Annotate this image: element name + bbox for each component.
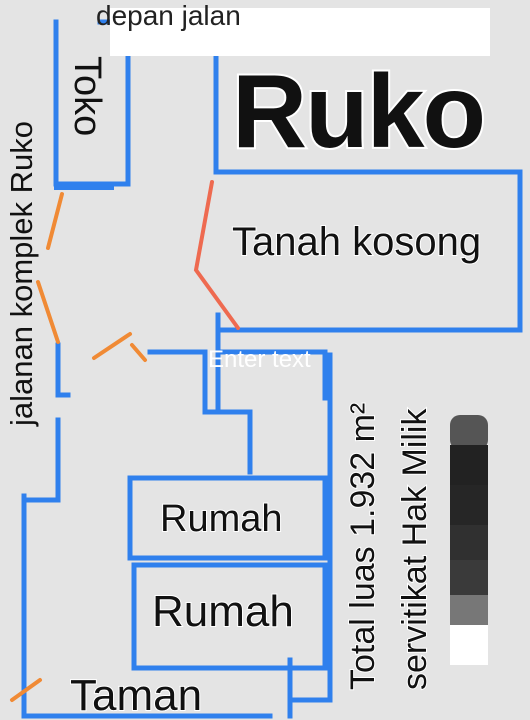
door-left-2 (36, 280, 60, 344)
taman-label: Taman (69, 671, 203, 720)
door-left-1 (46, 192, 64, 250)
toko-label: Toko (66, 56, 108, 137)
street-top-label: depan jalan (96, 0, 241, 31)
total-area-label: Total luas 1.932 m² (343, 402, 383, 691)
redacted-pixel-column (450, 415, 488, 665)
middle-room-top-wall (215, 349, 328, 401)
middle-room-wall (147, 349, 253, 475)
door-middle-1 (92, 332, 132, 360)
ruko-tanah-kosong-wall (213, 42, 523, 333)
boundary-line (193, 180, 240, 330)
redacted-blur-top (110, 8, 490, 56)
rumah-2-label: Rumah (151, 587, 295, 636)
door-middle-2 (130, 343, 147, 362)
map-title: Ruko (230, 54, 488, 170)
rumah-1-wall (127, 475, 328, 561)
left-inner-wall (21, 417, 61, 503)
door-taman (10, 678, 42, 702)
tanah-kosong-label: Tanah kosong (231, 220, 482, 264)
rumah-2-wall (131, 562, 328, 671)
enter-text-placeholder[interactable]: Enter text (208, 346, 311, 373)
certificate-label: servitikat Hak Milik (395, 408, 435, 691)
rumah-1-label: Rumah (159, 498, 283, 540)
street-left-label: jalanan komplek Ruko (4, 120, 39, 426)
